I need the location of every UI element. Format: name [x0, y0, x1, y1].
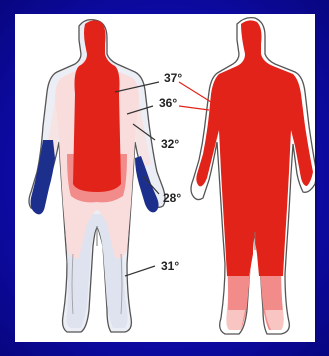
label-37: 37° [164, 72, 182, 84]
leader-36-right [179, 106, 209, 110]
leader-37-right [179, 82, 211, 102]
right-feet-pale-zone [226, 310, 283, 330]
label-32: 32° [161, 138, 179, 150]
left-hand-cold-zone [31, 140, 55, 214]
diagram-panel: 37° 36° 32° 28° 31° [15, 14, 317, 342]
right-body-figure [191, 18, 315, 334]
label-31: 31° [161, 260, 179, 272]
body-temperature-diagram [15, 14, 315, 342]
leader-31 [125, 266, 155, 276]
label-28: 28° [163, 192, 181, 204]
label-36: 36° [159, 97, 177, 109]
left-body-figure [29, 20, 165, 332]
